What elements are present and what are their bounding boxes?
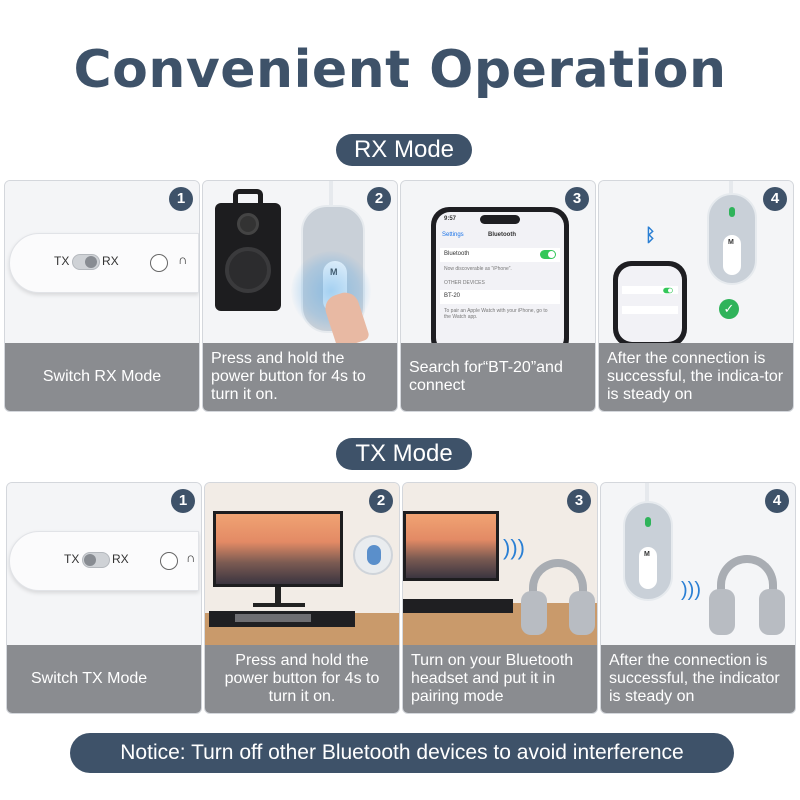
remote-device: M [707, 193, 757, 285]
page-title: Convenient Operation [73, 40, 727, 100]
step-caption: Switch TX Mode [7, 645, 201, 713]
phone-icon: 9:57 Settings Bluetooth Bluetooth Now di… [431, 207, 569, 345]
hand-press-icon [353, 535, 393, 575]
rx-step-1-card: TX RX ∩ 1 Switch RX Mode [4, 180, 200, 412]
rx-step-2-card: M 2 Press and hold the power button for … [202, 180, 398, 412]
step-number-badge: 4 [765, 489, 789, 513]
phone-icon [613, 261, 687, 345]
indicator-light-icon [645, 517, 651, 527]
step-number-badge: 3 [567, 489, 591, 513]
tx-mode-pill: TX Mode [336, 438, 472, 470]
step-caption: Search for“BT-20”and connect [401, 343, 595, 411]
tx-step-3-card: ))) 3 Turn on your Bluetooth headset and… [402, 482, 598, 714]
tx-step-3-image: ))) [403, 483, 597, 647]
step-caption: After the connection is successful, the … [601, 645, 795, 713]
signal-waves-icon: ))) [503, 535, 525, 560]
rx-step-3-image: 9:57 Settings Bluetooth Bluetooth Now di… [401, 181, 595, 345]
check-icon: ✓ [719, 299, 739, 319]
step-number-badge: 3 [565, 187, 589, 211]
rx-step-1-image: TX RX ∩ [5, 181, 199, 345]
step-number-badge: 1 [169, 187, 193, 211]
step-caption: Press and hold the power button for 4s t… [203, 343, 397, 411]
headphone-jack-icon: ∩ [178, 252, 188, 267]
step-caption: After the connection is successful, the … [599, 343, 793, 411]
step-number-badge: 2 [369, 489, 393, 513]
headphone-jack-icon: ∩ [186, 550, 196, 565]
mode-switch-icon [72, 254, 100, 270]
power-button-icon [160, 552, 178, 570]
step-caption: Press and hold the power button for 4s t… [205, 645, 399, 713]
step-caption: Switch RX Mode [5, 343, 199, 411]
indicator-light-icon [729, 207, 735, 217]
step-number-badge: 2 [367, 187, 391, 211]
tx-step-2-image [205, 483, 399, 647]
rx-step-4-card: M ᛒ ✓ 4 After the connection is successf… [598, 180, 794, 412]
tx-label: TX [54, 254, 70, 268]
rx-label: RX [112, 552, 129, 566]
tx-step-1-card: TX RX ∩ 1 Switch TX Mode [6, 482, 202, 714]
notice-banner: Notice: Turn off other Bluetooth devices… [70, 733, 734, 773]
headset-icon [709, 555, 785, 637]
rx-mode-pill: RX Mode [336, 134, 472, 166]
mode-switch-icon [82, 552, 110, 568]
remote-device: M [623, 501, 673, 601]
headset-icon [521, 559, 595, 639]
tx-step-4-card: M ))) 4 After the connection is successf… [600, 482, 796, 714]
tx-label: TX [64, 552, 80, 566]
signal-waves-icon: ))) [681, 579, 701, 601]
adapter-device: TX RX ∩ [9, 233, 199, 293]
monitor-icon [213, 511, 343, 587]
tx-step-2-card: 2 Press and hold the power button for 4s… [204, 482, 400, 714]
bluetooth-icon: ᛒ [645, 225, 656, 245]
tx-step-1-image: TX RX ∩ [7, 483, 201, 647]
step-number-badge: 1 [171, 489, 195, 513]
step-number-badge: 4 [763, 187, 787, 211]
rx-step-4-image: M ᛒ ✓ [599, 181, 793, 345]
tx-step-4-image: M ))) [601, 483, 795, 647]
rx-step-2-image: M [203, 181, 397, 345]
power-button-icon [150, 254, 168, 272]
rx-step-3-card: 9:57 Settings Bluetooth Bluetooth Now di… [400, 180, 596, 412]
keyboard-icon [235, 614, 311, 622]
step-caption: Turn on your Bluetooth headset and put i… [403, 645, 597, 713]
rx-label: RX [102, 254, 119, 268]
adapter-device: TX RX ∩ [9, 531, 199, 591]
speaker-icon [215, 189, 281, 311]
monitor-icon [403, 511, 499, 581]
